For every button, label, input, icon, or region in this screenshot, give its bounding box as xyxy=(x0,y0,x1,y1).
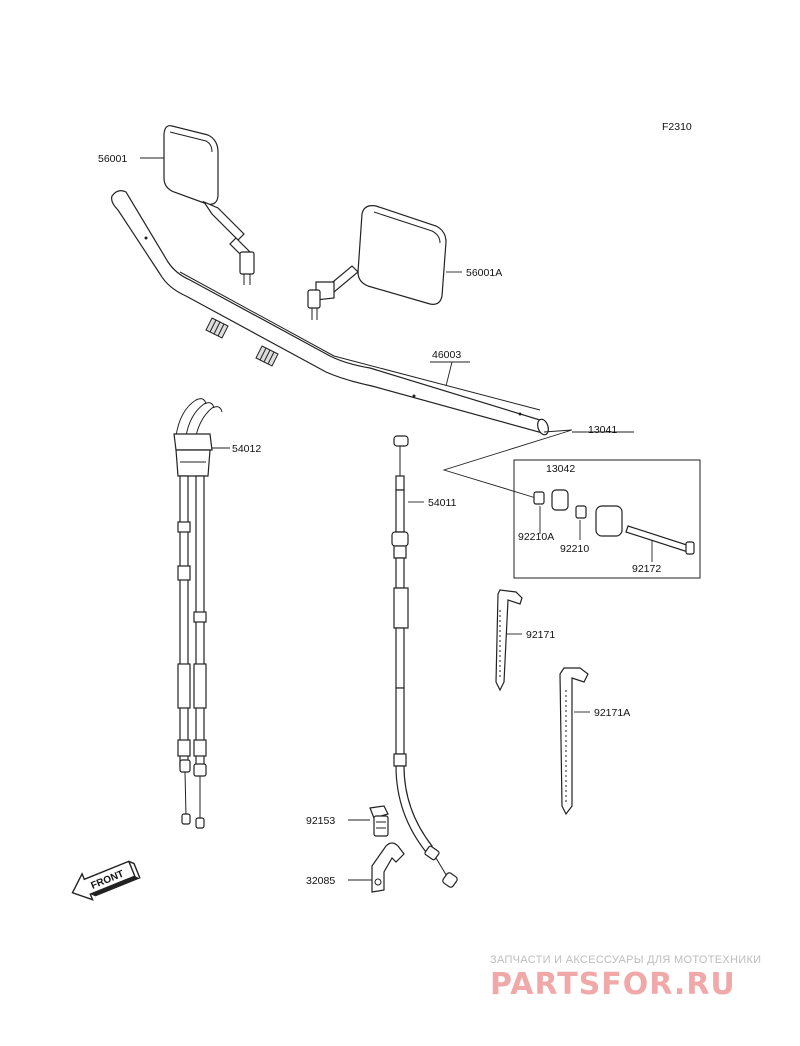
handlebar[interactable] xyxy=(111,190,551,436)
label-92171: 92171 xyxy=(526,629,555,641)
label-92210: 92210 xyxy=(560,543,589,555)
label-92171A: 92171A xyxy=(594,707,630,719)
label-46003: 46003 xyxy=(432,349,461,361)
watermark-tagline: ЗАПЧАСТИ И АКСЕССУАРЫ ДЛЯ МОТОТЕХНИКИ xyxy=(490,954,761,966)
bolt-92172[interactable] xyxy=(625,525,695,555)
label-54011: 54011 xyxy=(428,497,457,509)
label-13041: 13041 xyxy=(588,424,617,436)
inner-weight-13042[interactable] xyxy=(551,489,569,511)
band-92171[interactable] xyxy=(495,589,523,692)
label-32085: 32085 xyxy=(306,875,335,887)
collar-92210[interactable] xyxy=(575,505,587,519)
bracket-32085[interactable] xyxy=(371,842,405,893)
label-54012: 54012 xyxy=(232,443,261,455)
label-56001A: 56001A xyxy=(466,267,502,279)
end-weight[interactable] xyxy=(595,505,623,537)
bolt-92153[interactable] xyxy=(369,805,389,837)
collar-92210A[interactable] xyxy=(533,491,545,505)
label-92153: 92153 xyxy=(306,815,335,827)
weight-kit-box xyxy=(513,459,701,579)
label-92172: 92172 xyxy=(632,563,661,575)
label-13042: 13042 xyxy=(546,463,575,475)
figure-code: F2310 xyxy=(662,121,692,133)
throttle-cables[interactable] xyxy=(173,398,223,829)
label-92210A: 92210A xyxy=(518,531,554,543)
label-56001: 56001 xyxy=(98,153,127,165)
mirror-left[interactable] xyxy=(163,125,255,285)
watermark-logo: PARTSFOR.RU xyxy=(490,967,736,1002)
band-92171A[interactable] xyxy=(559,667,589,816)
mirror-right[interactable] xyxy=(307,205,447,320)
clutch-cable[interactable] xyxy=(391,435,458,888)
front-arrow-icon: FRONT xyxy=(71,860,141,901)
